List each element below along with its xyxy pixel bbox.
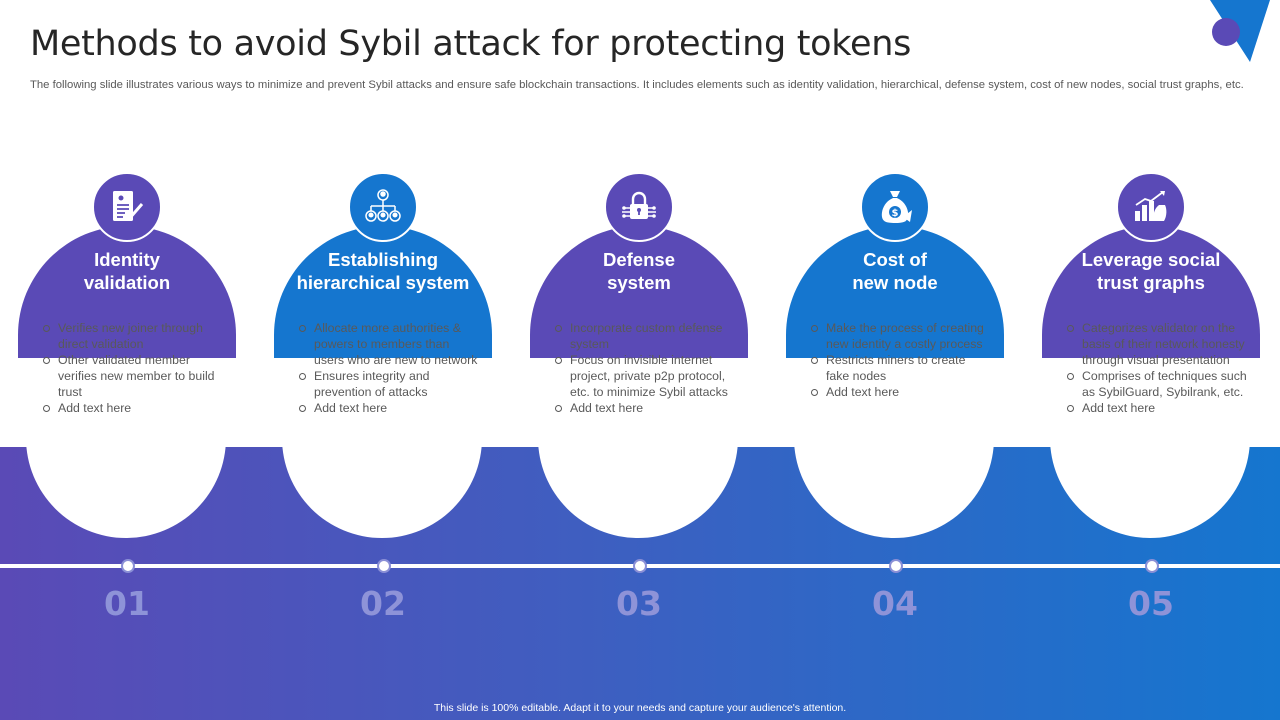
lock-circuit-icon	[604, 172, 674, 242]
timeline-dot	[377, 559, 391, 573]
list-item: Add text here	[802, 384, 992, 400]
step-number: 03	[616, 584, 662, 623]
list-item: Ensures integrity and prevention of atta…	[290, 368, 480, 400]
bar-chart-hand-icon	[1116, 172, 1186, 242]
timeline-dot	[121, 559, 135, 573]
hierarchy-icon	[348, 172, 418, 242]
list-item: Incorporate custom defense system	[546, 320, 736, 352]
timeline-dot	[889, 559, 903, 573]
page-subtitle: The following slide illustrates various …	[30, 79, 1244, 91]
card-bullet-list: Allocate more authorities & powers to me…	[290, 320, 480, 416]
corner-decoration	[1210, 0, 1270, 62]
list-item: Focus on invisible internet project, pri…	[546, 352, 736, 400]
timeline-dot	[633, 559, 647, 573]
footer-note: This slide is 100% editable. Adapt it to…	[433, 702, 847, 714]
step-number: 05	[1128, 584, 1174, 623]
page-title: Methods to avoid Sybil attack for protec…	[30, 24, 912, 64]
step-number: 01	[104, 584, 150, 623]
list-item: Restricts miners to create fake nodes	[802, 352, 992, 384]
list-item: Add text here	[1058, 400, 1248, 416]
step-number: 02	[360, 584, 406, 623]
list-item: Other validated member verifies new memb…	[34, 352, 224, 400]
list-item: Add text here	[546, 400, 736, 416]
step-number: 04	[872, 584, 918, 623]
svg-text:$: $	[892, 208, 899, 219]
list-item: Add text here	[290, 400, 480, 416]
list-item: Allocate more authorities & powers to me…	[290, 320, 480, 368]
card-bullet-list: Categorizes validator on the basis of th…	[1058, 320, 1248, 416]
list-item: Comprises of techniques such as SybilGua…	[1058, 368, 1248, 400]
card-bullet-list: Verifies new joiner through direct valid…	[34, 320, 224, 416]
document-pen-icon	[92, 172, 162, 242]
list-item: Verifies new joiner through direct valid…	[34, 320, 224, 352]
list-item: Make the process of creating new identit…	[802, 320, 992, 352]
timeline-dot	[1145, 559, 1159, 573]
card-bullet-list: Make the process of creating new identit…	[802, 320, 992, 400]
card-bullet-list: Incorporate custom defense system Focus …	[546, 320, 736, 416]
money-bag-icon: $	[860, 172, 930, 242]
list-item: Categorizes validator on the basis of th…	[1058, 320, 1248, 368]
list-item: Add text here	[34, 400, 224, 416]
